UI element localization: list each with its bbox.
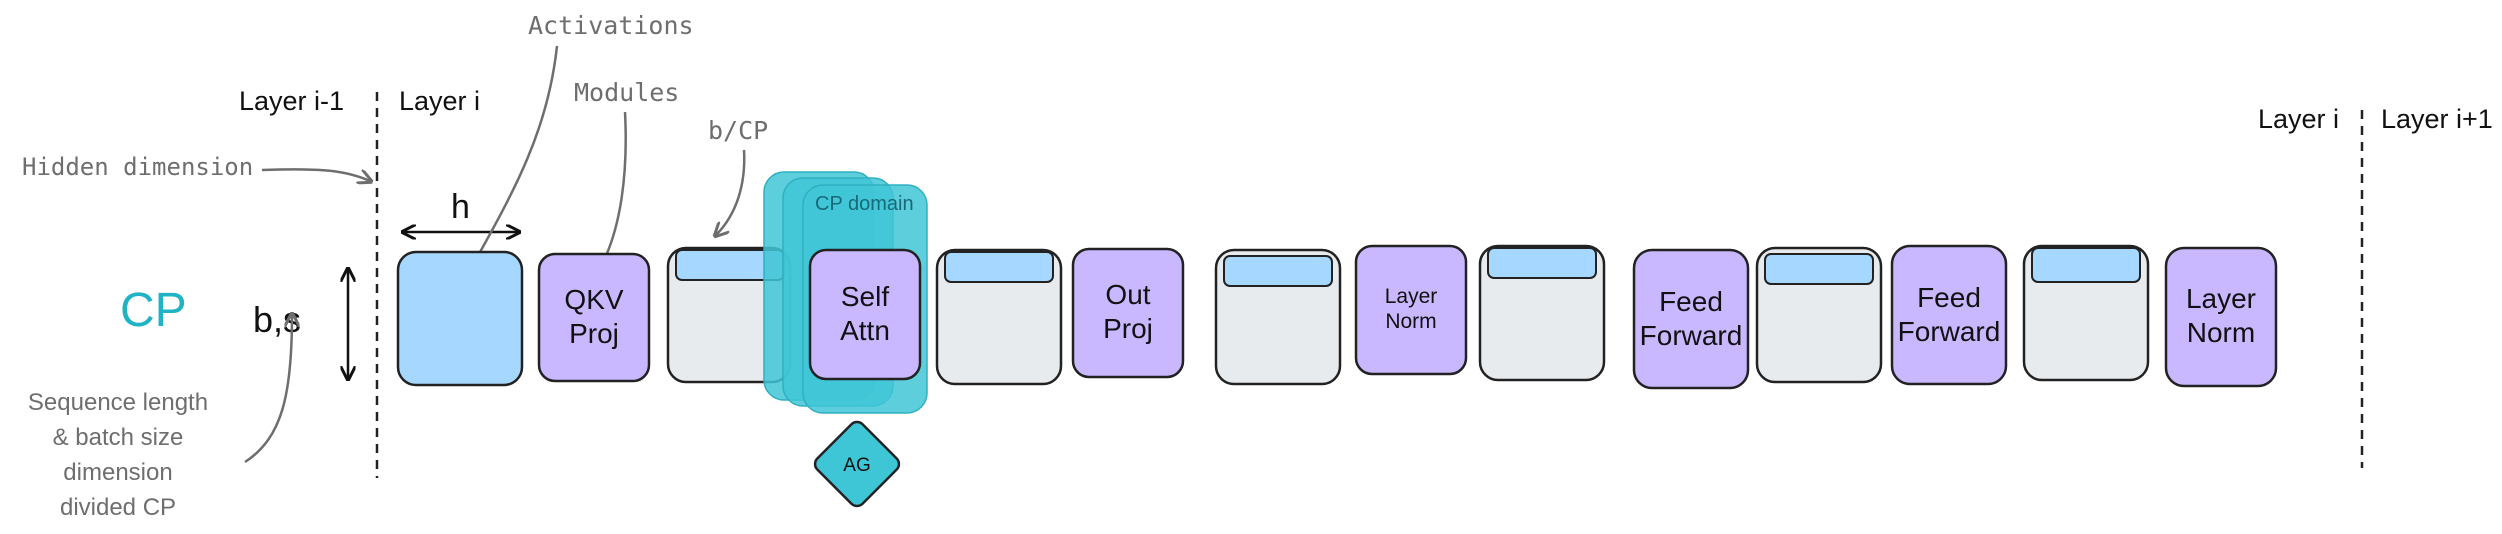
self-attn-line1: Self xyxy=(841,281,889,312)
sharded-activation-4 xyxy=(1478,244,1606,382)
layer-norm-1-line2: Norm xyxy=(1385,310,1436,333)
batch-seq-label: b,s xyxy=(253,299,301,340)
b-cp-arrow xyxy=(716,149,746,235)
layer-i-right-label: Layer i xyxy=(2258,104,2339,134)
layer-norm-module-2 xyxy=(2164,246,2278,388)
layer-i-left-label: Layer i xyxy=(399,86,480,116)
qkv-proj-line2: Proj xyxy=(569,318,619,349)
all-gather-diamond xyxy=(813,420,901,508)
sequence-line-1: Sequence length xyxy=(28,389,208,416)
feed-forward-2-line1: Feed xyxy=(1917,282,1981,313)
feed-forward-module-1 xyxy=(1632,248,1750,390)
qkv-proj-line1: QKV xyxy=(564,284,623,315)
all-gather-label: AG xyxy=(843,455,870,476)
sharded-activation-6-slice xyxy=(2031,247,2141,283)
sequence-line-4: divided CP xyxy=(60,494,176,521)
sharded-activation-2 xyxy=(935,248,1063,386)
self-attn-module xyxy=(808,248,922,381)
sequence-line-3: dimension xyxy=(63,459,172,486)
cp-label: CP xyxy=(120,284,187,337)
qkv-proj-module xyxy=(537,252,651,383)
cp-domain-label: CP domain xyxy=(815,193,914,215)
sequence-length-annotation: Sequence length & batch size dimension d… xyxy=(28,389,208,521)
activations-annotation: Activations xyxy=(528,11,694,40)
sharded-activation-5-slice xyxy=(1764,253,1874,285)
feed-forward-1-line2: Forward xyxy=(1640,320,1743,351)
out-proj-line1: Out xyxy=(1105,279,1150,310)
layer-prev-label: Layer i-1 xyxy=(239,86,344,116)
h-label: h xyxy=(451,188,470,226)
layer-norm-2-line2: Norm xyxy=(2187,317,2255,348)
modules-arrow xyxy=(598,111,627,272)
sharded-activation-3-slice xyxy=(1223,255,1333,287)
sharded-activation-4-slice xyxy=(1487,247,1597,279)
feed-forward-1-line1: Feed xyxy=(1659,286,1723,317)
b-cp-annotation: b/CP xyxy=(708,116,768,145)
modules-annotation: Modules xyxy=(574,78,679,107)
self-attn-line2: Attn xyxy=(840,315,890,346)
feed-forward-module-2 xyxy=(1890,244,2008,386)
layer-norm-2-line1: Layer xyxy=(2186,283,2256,314)
layer-next-label: Layer i+1 xyxy=(2381,104,2493,134)
sequence-length-arrow xyxy=(244,315,292,464)
activation-block xyxy=(396,250,524,387)
out-proj-line2: Proj xyxy=(1103,313,1153,344)
activations-arrow xyxy=(470,45,559,270)
hidden-dimension-annotation: Hidden dimension xyxy=(22,153,253,181)
layer-norm-module-1 xyxy=(1354,244,1468,376)
layer-norm-1-line1: Layer xyxy=(1385,285,1438,308)
sequence-line-2: & batch size xyxy=(53,424,184,451)
feed-forward-2-line2: Forward xyxy=(1898,316,2001,347)
hidden-dimension-arrow-annotation xyxy=(261,168,370,181)
out-proj-module xyxy=(1071,247,1185,379)
sharded-activation-2-slice xyxy=(944,251,1054,283)
